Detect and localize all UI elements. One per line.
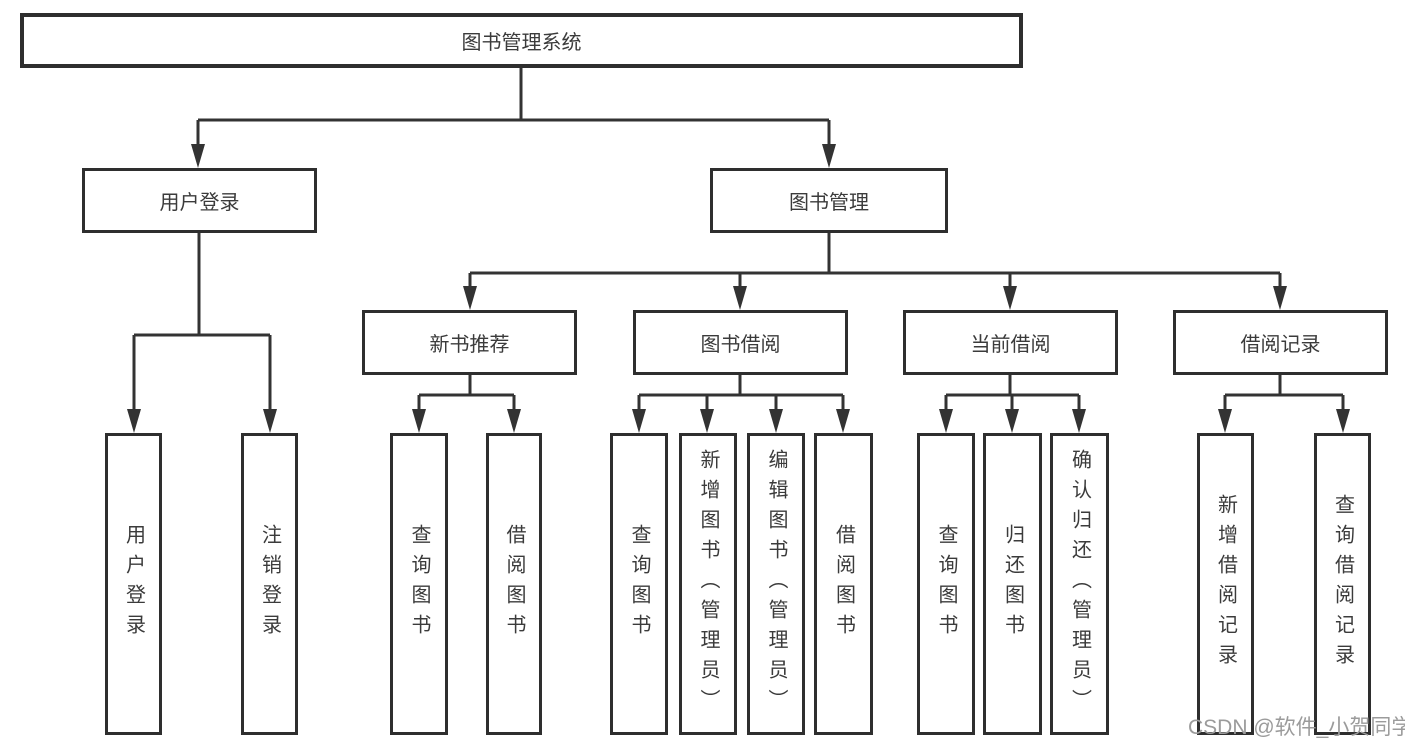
arrow-down-icon: [507, 409, 521, 433]
edge-recommend-split: [417, 375, 516, 415]
arrow-down-icon: [822, 144, 836, 168]
node-label: 编辑图书（管理员）: [765, 449, 787, 719]
node-label: 借阅图书: [832, 524, 855, 644]
node-book-management: 图书管理: [710, 168, 948, 233]
node-label: 图书借阅: [700, 334, 781, 356]
node-user-login: 用户登录: [82, 168, 317, 233]
leaf-records-add-record: 新增借阅记录: [1197, 433, 1254, 735]
leaf-current-return-books: 归还图书: [983, 433, 1042, 735]
node-label: 确认归还（管理员）: [1068, 449, 1091, 719]
edge-records-split: [1223, 375, 1345, 415]
arrow-down-icon: [263, 409, 277, 433]
node-label: 当前借阅: [970, 334, 1051, 356]
arrow-down-icon: [1005, 409, 1019, 433]
node-label: 图书管理: [789, 192, 869, 214]
node-borrow-records: 借阅记录: [1173, 310, 1388, 375]
node-system-root: 图书管理系统: [20, 13, 1023, 68]
node-label: 用户登录: [122, 524, 145, 644]
node-label: 新书推荐: [429, 334, 510, 356]
arrowheads: [127, 144, 1350, 433]
leaf-recommend-query-books: 查询图书: [390, 433, 448, 735]
arrow-down-icon: [127, 409, 141, 433]
edge-root-split: [196, 68, 831, 150]
edge-borrow-split: [637, 375, 845, 415]
arrow-down-icon: [632, 409, 646, 433]
csdn-watermark: CSDN @软件_小贺同学: [1188, 716, 1405, 739]
leaf-current-confirm-return-admin: 确认归还（管理员）: [1050, 433, 1109, 735]
arrow-down-icon: [1336, 409, 1350, 433]
leaf-recommend-borrow-books: 借阅图书: [486, 433, 542, 735]
leaf-borrow-add-books-admin: 新增图书（管理员）: [679, 433, 737, 735]
arrow-down-icon: [700, 409, 714, 433]
arrow-down-icon: [1218, 409, 1232, 433]
edge-login-split: [132, 233, 272, 415]
leaf-current-query-books: 查询图书: [917, 433, 975, 735]
node-label: 查询借阅记录: [1331, 494, 1354, 674]
node-book-borrow: 图书借阅: [633, 310, 848, 375]
leaf-borrow-borrow-books: 借阅图书: [814, 433, 873, 735]
arrow-down-icon: [733, 286, 747, 310]
node-label: 借阅图书: [503, 524, 525, 644]
node-label: 新增图书（管理员）: [697, 449, 719, 719]
arrow-down-icon: [836, 409, 850, 433]
arrow-down-icon: [769, 409, 783, 433]
leaf-records-query-record: 查询借阅记录: [1314, 433, 1371, 735]
node-label: 查询图书: [935, 524, 957, 644]
arrow-down-icon: [191, 144, 205, 168]
node-current-borrow: 当前借阅: [903, 310, 1118, 375]
leaf-user-login: 用户登录: [105, 433, 162, 735]
leaf-borrow-edit-books-admin: 编辑图书（管理员）: [747, 433, 805, 735]
node-new-book-recommend: 新书推荐: [362, 310, 577, 375]
node-label: 用户登录: [159, 192, 240, 214]
node-label: 图书管理系统: [461, 32, 582, 54]
node-label: 查询图书: [408, 524, 430, 644]
leaf-logout: 注销登录: [241, 433, 298, 735]
node-label: 借阅记录: [1240, 334, 1321, 356]
arrow-down-icon: [1003, 286, 1017, 310]
node-label: 归还图书: [1001, 524, 1024, 644]
node-label: 注销登录: [258, 524, 281, 644]
node-label: 查询图书: [628, 524, 650, 644]
edge-manage-split: [468, 233, 1282, 292]
leaf-borrow-query-books: 查询图书: [610, 433, 668, 735]
arrow-down-icon: [1273, 286, 1287, 310]
edge-current-split: [944, 375, 1081, 415]
arrow-down-icon: [463, 286, 477, 310]
arrow-down-icon: [1072, 409, 1086, 433]
arrow-down-icon: [412, 409, 426, 433]
arrow-down-icon: [939, 409, 953, 433]
node-label: 新增借阅记录: [1214, 494, 1237, 674]
